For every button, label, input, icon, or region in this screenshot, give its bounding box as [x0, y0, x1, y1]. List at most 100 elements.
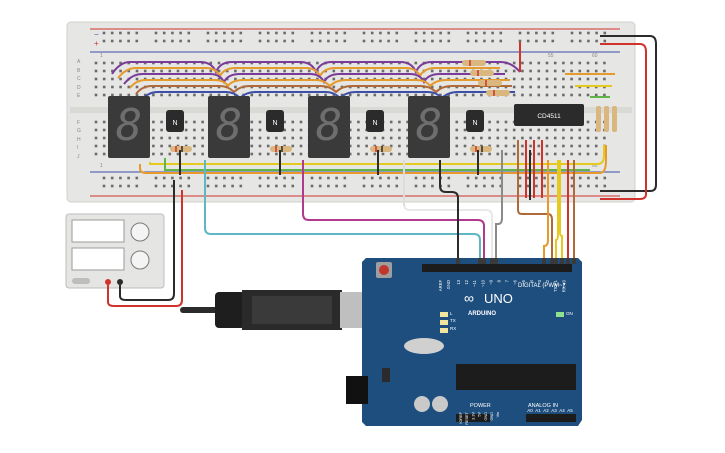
- rail-hole[interactable]: [499, 184, 503, 188]
- breadboard-hole[interactable]: [414, 93, 418, 97]
- breadboard-hole[interactable]: [332, 93, 336, 97]
- rail-hole[interactable]: [499, 176, 503, 180]
- rail-hole[interactable]: [387, 31, 390, 35]
- breadboard-hole[interactable]: [570, 152, 573, 156]
- breadboard-hole[interactable]: [521, 136, 524, 140]
- breadboard-hole[interactable]: [488, 144, 491, 148]
- breadboard-hole[interactable]: [250, 136, 254, 140]
- breadboard-hole[interactable]: [389, 144, 393, 148]
- rail-hole[interactable]: [310, 184, 314, 188]
- breadboard-hole[interactable]: [176, 136, 180, 140]
- breadboard-hole[interactable]: [430, 69, 434, 73]
- rail-hole[interactable]: [474, 31, 478, 35]
- rail-hole[interactable]: [362, 176, 366, 180]
- rail-hole[interactable]: [275, 184, 278, 188]
- rail-hole[interactable]: [535, 39, 538, 43]
- breadboard-hole[interactable]: [201, 93, 204, 97]
- breadboard-hole[interactable]: [545, 69, 549, 73]
- rail-hole[interactable]: [526, 184, 530, 188]
- breadboard-hole[interactable]: [102, 152, 106, 156]
- breadboard-hole[interactable]: [266, 69, 270, 73]
- rail-hole[interactable]: [466, 184, 470, 188]
- breadboard-hole[interactable]: [455, 128, 459, 132]
- breadboard-hole[interactable]: [119, 69, 122, 73]
- rail-hole[interactable]: [110, 31, 114, 35]
- breadboard-hole[interactable]: [504, 69, 508, 73]
- rail-hole[interactable]: [179, 39, 182, 43]
- arduino-uno-board[interactable]: [346, 258, 582, 426]
- breadboard-hole[interactable]: [398, 152, 401, 156]
- rail-hole[interactable]: [102, 39, 106, 43]
- breadboard-hole[interactable]: [209, 61, 213, 65]
- breadboard-hole[interactable]: [562, 61, 565, 65]
- rail-hole[interactable]: [543, 31, 546, 35]
- breadboard-hole[interactable]: [512, 144, 516, 148]
- breadboard-hole[interactable]: [496, 69, 500, 73]
- rail-hole[interactable]: [179, 176, 182, 180]
- breadboard-hole[interactable]: [389, 128, 393, 132]
- rail-hole[interactable]: [258, 39, 262, 43]
- rail-hole[interactable]: [214, 176, 218, 180]
- rail-hole[interactable]: [535, 184, 538, 188]
- breadboard-hole[interactable]: [209, 93, 213, 97]
- rail-hole[interactable]: [179, 31, 182, 35]
- rail-hole[interactable]: [518, 176, 522, 180]
- breadboard-hole[interactable]: [389, 120, 393, 124]
- breadboard-hole[interactable]: [480, 152, 483, 156]
- rail-hole[interactable]: [110, 184, 114, 188]
- rail-hole[interactable]: [447, 39, 451, 43]
- breadboard-hole[interactable]: [193, 152, 196, 156]
- rail-hole[interactable]: [171, 184, 174, 188]
- breadboard-hole[interactable]: [94, 93, 98, 97]
- rail-hole[interactable]: [162, 184, 166, 188]
- rail-hole[interactable]: [154, 176, 158, 180]
- breadboard-hole[interactable]: [135, 77, 139, 81]
- breadboard-hole[interactable]: [381, 93, 385, 97]
- rail-hole[interactable]: [327, 39, 330, 43]
- breadboard-hole[interactable]: [102, 93, 106, 97]
- rail-hole[interactable]: [422, 39, 426, 43]
- rail-hole[interactable]: [291, 39, 295, 43]
- breadboard-hole[interactable]: [537, 128, 541, 132]
- breadboard-hole[interactable]: [537, 136, 541, 140]
- breadboard-hole[interactable]: [250, 128, 254, 132]
- rail-hole[interactable]: [102, 184, 106, 188]
- breadboard-hole[interactable]: [340, 77, 344, 81]
- breadboard-hole[interactable]: [496, 128, 500, 132]
- breadboard-hole[interactable]: [291, 136, 295, 140]
- breadboard-hole[interactable]: [570, 85, 573, 89]
- rail-hole[interactable]: [587, 184, 590, 188]
- rail-hole[interactable]: [414, 184, 418, 188]
- breadboard-hole[interactable]: [299, 136, 303, 140]
- rail-hole[interactable]: [187, 39, 191, 43]
- rail-hole[interactable]: [102, 31, 106, 35]
- breadboard-hole[interactable]: [439, 85, 442, 89]
- breadboard-hole[interactable]: [152, 144, 155, 148]
- rail-hole[interactable]: [603, 31, 607, 35]
- breadboard-hole[interactable]: [398, 136, 401, 140]
- rail-hole[interactable]: [474, 176, 478, 180]
- breadboard-hole[interactable]: [266, 136, 270, 140]
- breadboard-hole[interactable]: [168, 144, 172, 148]
- breadboard-hole[interactable]: [266, 152, 270, 156]
- rail-hole[interactable]: [474, 39, 478, 43]
- breadboard-hole[interactable]: [250, 120, 254, 124]
- rail-hole[interactable]: [483, 39, 486, 43]
- breadboard-hole[interactable]: [553, 136, 557, 140]
- rail-hole[interactable]: [135, 176, 139, 180]
- breadboard-hole[interactable]: [537, 144, 541, 148]
- breadboard-hole[interactable]: [348, 136, 352, 140]
- breadboard-hole[interactable]: [102, 85, 106, 89]
- breadboard-hole[interactable]: [480, 93, 483, 97]
- rail-hole[interactable]: [162, 39, 166, 43]
- rail-hole[interactable]: [570, 39, 574, 43]
- breadboard-hole[interactable]: [562, 144, 565, 148]
- breadboard-hole[interactable]: [250, 93, 254, 97]
- breadboard-hole[interactable]: [357, 120, 360, 124]
- breadboard-hole[interactable]: [373, 152, 377, 156]
- breadboard-hole[interactable]: [217, 61, 221, 65]
- breadboard-hole[interactable]: [201, 136, 204, 140]
- rail-hole[interactable]: [283, 31, 286, 35]
- breadboard-hole[interactable]: [365, 144, 368, 148]
- breadboard-hole[interactable]: [586, 69, 590, 73]
